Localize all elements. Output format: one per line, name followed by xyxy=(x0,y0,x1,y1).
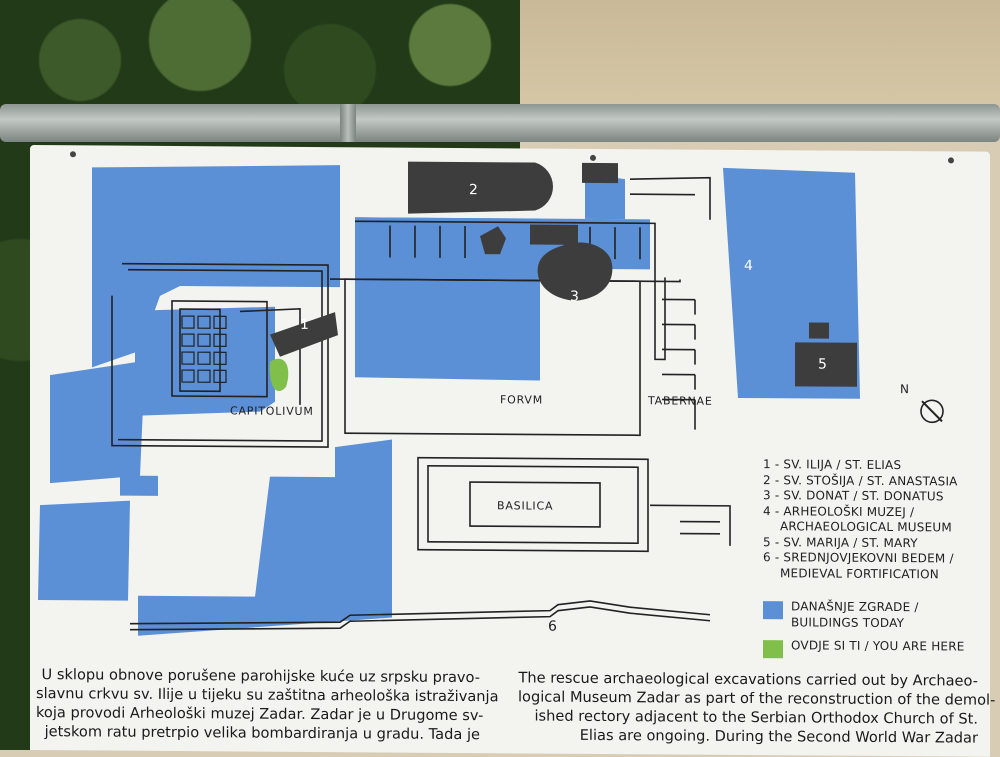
metal-railing xyxy=(0,104,1000,142)
capitolium-label: CAPITOLIVUM xyxy=(230,404,314,418)
information-board: 2 3 4 5 1 6 CAPITOLIVUM FORVM TABERNAE B… xyxy=(30,145,990,757)
building-6-label: 6 xyxy=(548,619,557,635)
legend-item: 3 - SV. DONAT / ST. DONATUS xyxy=(763,488,965,505)
description-line: jetskom ratu pretrpio velika bombardiran… xyxy=(36,722,480,744)
building-3-label: 3 xyxy=(570,289,579,305)
north-arrow-icon: N xyxy=(900,382,943,422)
background-wall xyxy=(520,0,1000,120)
description-croatian: U sklopu obnove porušene parohijske kuće… xyxy=(36,665,480,744)
building-5-label: 5 xyxy=(818,357,827,373)
buildings-today-label-en: BUILDINGS TODAY xyxy=(791,615,919,631)
buildings-today-areas xyxy=(38,163,860,641)
north-label: N xyxy=(900,382,909,396)
building-2-label: 2 xyxy=(469,182,478,198)
map-dark-labels: 6 xyxy=(548,619,557,635)
legend-item: 4 - ARHEOLOŠKI MUZEJ / xyxy=(763,504,965,521)
description-line: Elias are ongoing. During the Second Wor… xyxy=(518,725,978,747)
legend-item: 2 - SV. STOŠIJA / ST. ANASTASIA xyxy=(763,473,965,490)
buildings-today-swatch xyxy=(763,601,783,619)
tabernae-label: TABERNAE xyxy=(647,394,713,407)
basilica-label: BASILICA xyxy=(497,499,553,512)
building-2-shape xyxy=(408,162,553,215)
you-are-here-swatch xyxy=(763,640,783,658)
you-are-here-label: OVDJE SI TI / YOU ARE HERE xyxy=(791,638,965,655)
forum-label: FORVM xyxy=(500,393,543,406)
building-1-label: 1 xyxy=(300,317,309,333)
buildings-today-label: DANAŠNJE ZGRADE / xyxy=(791,599,919,615)
legend-buildings-today: DANAŠNJE ZGRADE / BUILDINGS TODAY xyxy=(763,599,965,631)
railing-post xyxy=(340,104,356,142)
legend-you-are-here: OVDJE SI TI / YOU ARE HERE xyxy=(763,638,965,659)
legend-item: 1 - SV. ILIJA / ST. ELIAS xyxy=(763,457,965,474)
description-english: The rescue archaeological excavations ca… xyxy=(518,668,978,747)
map-legend: 1 - SV. ILIJA / ST. ELIAS 2 - SV. STOŠIJ… xyxy=(763,457,965,659)
legend-item-continued: MEDIEVAL FORTIFICATION xyxy=(763,566,965,583)
legend-item: 5 - SV. MARIJA / ST. MARY xyxy=(763,535,965,552)
legend-item-continued: ARCHAEOLOGICAL MUSEUM xyxy=(763,519,965,536)
building-4-label: 4 xyxy=(744,258,753,274)
legend-item: 6 - SREDNJOVJEKOVNI BEDEM / xyxy=(763,550,965,567)
